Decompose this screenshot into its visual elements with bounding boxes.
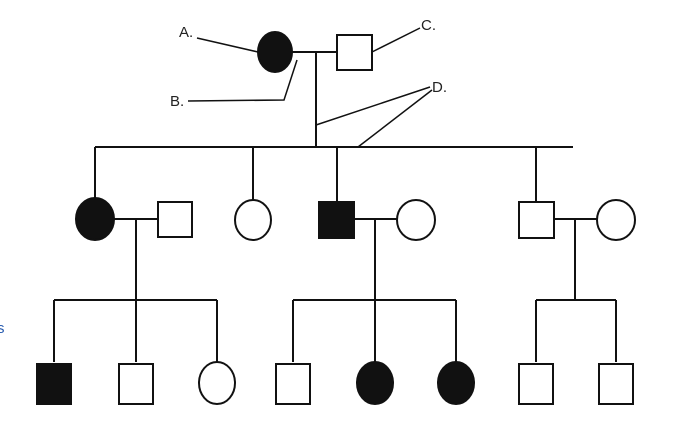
leader-b (187, 59, 298, 102)
unaffected-male-symbol (157, 201, 193, 238)
unaffected-male-symbol (518, 363, 554, 405)
affected-male-symbol (318, 201, 355, 239)
unaffected-female-symbol (198, 361, 236, 405)
unaffected-female-symbol (396, 199, 436, 241)
callout-leaders (187, 27, 433, 148)
affected-female-symbol (356, 361, 394, 405)
leader-c (371, 27, 421, 53)
callout-label-d: D. (432, 79, 447, 96)
unaffected-male-symbol (518, 201, 555, 239)
unaffected-male-symbol (118, 363, 154, 405)
pedigree-lines (53, 51, 617, 362)
unaffected-male-symbol (598, 363, 634, 405)
unaffected-male-symbol (336, 34, 373, 71)
affected-female-symbol (437, 361, 475, 405)
callout-label-a: A. (179, 24, 193, 41)
leader-d-1 (315, 86, 431, 126)
leader-a (196, 37, 259, 53)
unaffected-female-symbol (234, 199, 272, 241)
callout-label-c: C. (421, 17, 436, 34)
callout-label-b: B. (170, 93, 184, 110)
affected-male-symbol (36, 363, 72, 405)
unaffected-female-symbol (596, 199, 636, 241)
unaffected-male-symbol (275, 363, 311, 405)
edge-mark-text: s (0, 320, 5, 337)
individuals (36, 31, 636, 405)
affected-female-symbol (75, 197, 115, 241)
affected-female-symbol (257, 31, 293, 73)
leader-d-2 (357, 89, 433, 148)
